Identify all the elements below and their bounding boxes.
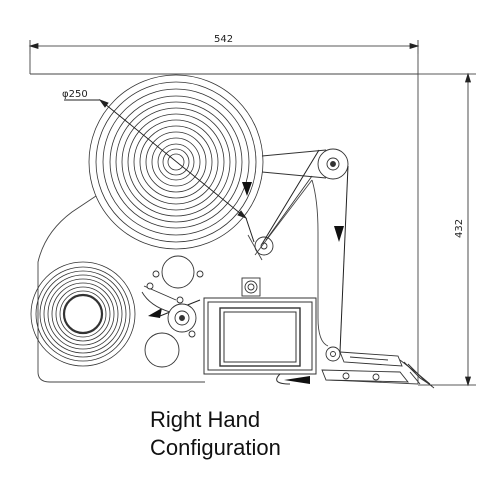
diameter-label: φ250 xyxy=(62,89,88,100)
width-dimension xyxy=(28,40,420,54)
flow-arrows xyxy=(148,182,344,318)
supply-roll xyxy=(88,74,264,250)
height-dimension-label: 432 xyxy=(454,219,465,238)
web-path xyxy=(159,149,349,353)
diameter-leader xyxy=(64,99,248,219)
control-box xyxy=(203,297,317,385)
caption-line-2: Configuration xyxy=(150,435,281,460)
peel-plate xyxy=(321,346,435,389)
upper-arm xyxy=(261,148,349,241)
configuration-caption: Right Hand Configuration xyxy=(150,406,281,462)
width-dimension-label: 542 xyxy=(214,34,233,45)
dancer-roller xyxy=(254,236,274,256)
sensor-knob xyxy=(241,277,261,297)
rewind-roll xyxy=(30,261,136,367)
caption-line-1: Right Hand xyxy=(150,407,261,432)
label-arrow xyxy=(284,376,310,384)
drive-rollers xyxy=(141,255,204,368)
height-dimension xyxy=(418,72,476,387)
